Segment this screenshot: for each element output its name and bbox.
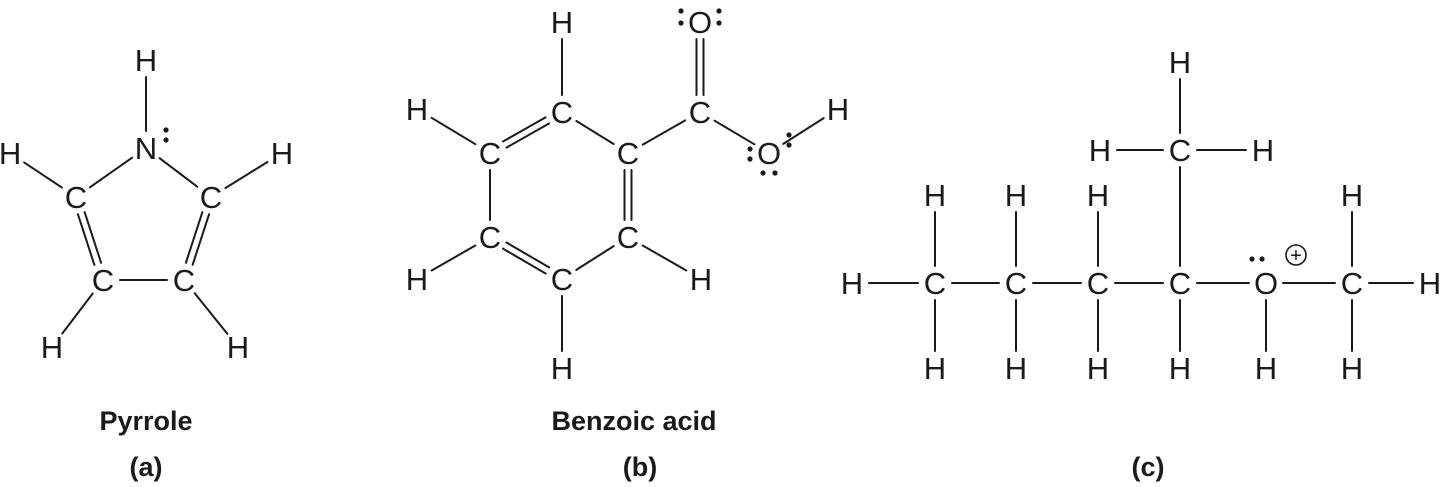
- benzoic-acid-bond-h_lr-c6: [641, 244, 688, 272]
- oxonium-atom-k5d: H: [1341, 351, 1363, 386]
- panel-label-b: (b): [623, 452, 657, 482]
- pyrrole-bond-n-cl: [88, 156, 134, 189]
- benzoic-acid-name: Benzoic acid: [551, 406, 716, 436]
- pyrrole-atom-cl: C: [65, 180, 87, 215]
- benzoic-acid-atom-c5: C: [551, 262, 573, 297]
- oxonium-atom-k2d: H: [1005, 351, 1027, 386]
- benzoic-acid-bond-c2-c3-a: [502, 116, 547, 143]
- oxonium-atom-k2u: H: [1005, 178, 1027, 213]
- oxonium-charge-ring-ox: [1285, 244, 1307, 266]
- oxonium-atom-mh_top: H: [1169, 45, 1191, 80]
- benzoic-acid-lone-pair-o1-left-1: [678, 20, 684, 26]
- pyrrole-bond-n-cr: [158, 157, 199, 188]
- pyrrole-bond-hbr-br: [193, 292, 229, 335]
- oxonium-atom-ox: O: [1254, 266, 1278, 301]
- benzoic-acid-bond-c5-c6: [575, 245, 615, 271]
- pyrrole-atom-hn: H: [135, 43, 157, 78]
- oxonium-atom-k4: C: [1169, 266, 1191, 301]
- benzoic-acid-atom-o2: O: [757, 136, 781, 171]
- pyrrole-lone-pair-n-right-1: [163, 137, 169, 143]
- pyrrole-name: Pyrrole: [99, 406, 192, 436]
- benzoic-acid-atom-c6: C: [617, 220, 639, 255]
- oxonium-charge-sign-ox: +: [1290, 245, 1302, 267]
- oxonium-atom-oxd: H: [1255, 351, 1277, 386]
- benzoic-acid-atom-cc: C: [689, 95, 711, 130]
- benzoic-acid-atom-h_top: H: [551, 5, 573, 40]
- benzoic-acid-atom-c4: C: [479, 220, 501, 255]
- pyrrole-atom-hbr: H: [227, 330, 249, 365]
- oxonium-atom-k3u: H: [1087, 178, 1109, 213]
- oxonium-atom-h_end: H: [1419, 266, 1441, 301]
- oxonium-atom-k5: C: [1341, 266, 1363, 301]
- panel-label-c: (c): [1132, 452, 1165, 482]
- pyrrole-bond-hbl-bl: [61, 292, 94, 335]
- benzoic-acid-atom-o1: O: [688, 5, 712, 40]
- oxonium-atom-k2: C: [1005, 266, 1027, 301]
- pyrrole-atom-hl: H: [0, 136, 21, 171]
- pyrrole-atom-hbl: H: [41, 330, 63, 365]
- oxonium-lone-pair-ox-top-left-1: [1259, 256, 1265, 262]
- pyrrole-bond-cl-bl-b: [83, 211, 103, 264]
- benzoic-acid-atom-h_ul: H: [406, 92, 428, 127]
- benzoic-acid-lone-pair-o1-right-0: [716, 8, 722, 14]
- oxonium-atom-k3d: H: [1087, 351, 1109, 386]
- oxonium-atom-k1: C: [924, 266, 946, 301]
- benzoic-acid-atom-c1: C: [617, 136, 639, 171]
- panel-label-a: (a): [130, 452, 163, 482]
- pyrrole-bond-cr-br-b: [191, 213, 211, 266]
- pyrrole-bond-cl-bl-a: [76, 213, 96, 266]
- oxonium-atom-k5u: H: [1341, 178, 1363, 213]
- labels-layer: Pyrrole (a) Benzoic acid (b) (c): [99, 406, 1164, 482]
- benzoic-acid-lone-pair-o1-right-1: [716, 20, 722, 26]
- lone-pairs-layer: +: [163, 8, 1307, 267]
- benzoic-acid-atom-h_lr: H: [690, 262, 712, 297]
- oxonium-atom-mh_l: H: [1089, 133, 1111, 168]
- benzoic-acid-bond-c4-c5-a: [501, 247, 547, 275]
- benzoic-acid-atom-h_ll: H: [406, 262, 428, 297]
- benzoic-acid-bond-c4-c5-b: [505, 241, 551, 269]
- benzoic-acid-lone-pair-o2-bottom-0: [760, 170, 766, 176]
- benzoic-acid-bond-c1-c2: [575, 120, 615, 145]
- benzoic-acid-lone-pair-o2-right-0: [786, 132, 792, 138]
- benzoic-acid-lone-pair-o2-bottom-1: [772, 170, 778, 176]
- oxonium-atom-h0: H: [841, 266, 863, 301]
- benzoic-acid-atom-h_oh: H: [827, 92, 849, 127]
- oxonium-atom-k1u: H: [924, 178, 946, 213]
- oxonium-atom-k3: C: [1087, 266, 1109, 301]
- oxonium-atom-k4d: H: [1169, 351, 1191, 386]
- pyrrole-lone-pair-n-right-0: [163, 127, 169, 133]
- oxonium-atom-m: C: [1169, 133, 1191, 168]
- benzoic-acid-bond-h_ll-c4: [430, 244, 477, 272]
- oxonium-atom-k1d: H: [924, 351, 946, 386]
- benzoic-acid-bond-c2-c3-b: [505, 122, 550, 149]
- oxonium-atom-mh_r: H: [1252, 133, 1274, 168]
- pyrrole-bond-hl-cl: [23, 161, 63, 189]
- pyrrole-atom-cr: C: [200, 180, 222, 215]
- pyrrole-bond-cr-br-a: [184, 211, 204, 264]
- pyrrole-atom-bl: C: [92, 263, 114, 298]
- benzoic-acid-atom-h_bot: H: [551, 351, 573, 386]
- pyrrole-atom-hr: H: [271, 136, 293, 171]
- benzoic-acid-lone-pair-o1-left-0: [678, 8, 684, 14]
- oxonium-lone-pair-ox-top-left-0: [1249, 256, 1255, 262]
- benzoic-acid-bond-h_ul-c3: [430, 116, 477, 146]
- benzoic-acid-lone-pair-o2-left-1: [747, 156, 753, 162]
- benzoic-acid-bond-c1-cc: [641, 119, 687, 146]
- benzoic-acid-bond-cc-o2: [713, 119, 756, 146]
- bonds-layer: [23, 38, 1414, 352]
- pyrrole-bond-hr-cr: [224, 161, 269, 189]
- benzoic-acid-lone-pair-o2-left-0: [747, 146, 753, 152]
- benzoic-acid-lone-pair-o2-right-1: [786, 142, 792, 148]
- benzoic-acid-atom-c2: C: [551, 95, 573, 130]
- benzoic-acid-bond-o2-h_oh: [782, 117, 825, 145]
- pyrrole-atom-br: C: [173, 263, 195, 298]
- pyrrole-atom-n: N: [135, 131, 157, 166]
- benzoic-acid-atom-c3: C: [479, 136, 501, 171]
